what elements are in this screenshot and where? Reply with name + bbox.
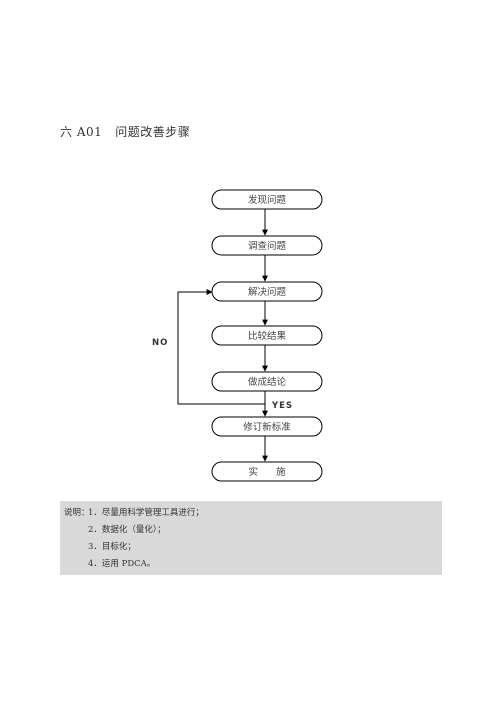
flow-step-6: 修订新标准 (211, 416, 323, 437)
flow-step-2: 调查问题 (211, 235, 323, 256)
flow-step-5: 做成结论 (211, 371, 323, 392)
flow-step-2-label: 调查问题 (248, 240, 287, 252)
flow-step-7: 实 施 (211, 461, 323, 482)
flow-step-3: 解决问题 (211, 281, 323, 302)
yes-label: YES (271, 401, 293, 411)
notes-prefix: 说明： (64, 508, 90, 518)
note-item-4: 4．运用 PDCA。 (88, 559, 156, 569)
flow-step-1: 发现问题 (211, 189, 323, 210)
page-title: 六 A01 问题改善步骤 (60, 125, 191, 139)
note-item-3: 3．目标化； (88, 542, 136, 552)
flow-step-4-label: 比较结果 (248, 330, 287, 342)
flow-step-3-label: 解决问题 (248, 286, 287, 298)
no-feedback-loop (177, 289, 265, 405)
flow-step-4: 比较结果 (211, 325, 323, 346)
notes-box: 说明： 1．尽量用科学管理工具进行； 2．数据化（量化）； 3．目标化； 4．运… (60, 501, 442, 575)
no-label: NO (152, 338, 168, 348)
flow-step-7-label: 实 施 (248, 466, 286, 478)
flow-step-6-label: 修订新标准 (243, 421, 291, 433)
note-item-1: 1．尽量用科学管理工具进行； (88, 508, 204, 518)
flow-step-1-label: 发现问题 (248, 194, 287, 206)
note-item-2: 2．数据化（量化）； (88, 525, 166, 535)
flow-step-5-label: 做成结论 (248, 376, 287, 388)
